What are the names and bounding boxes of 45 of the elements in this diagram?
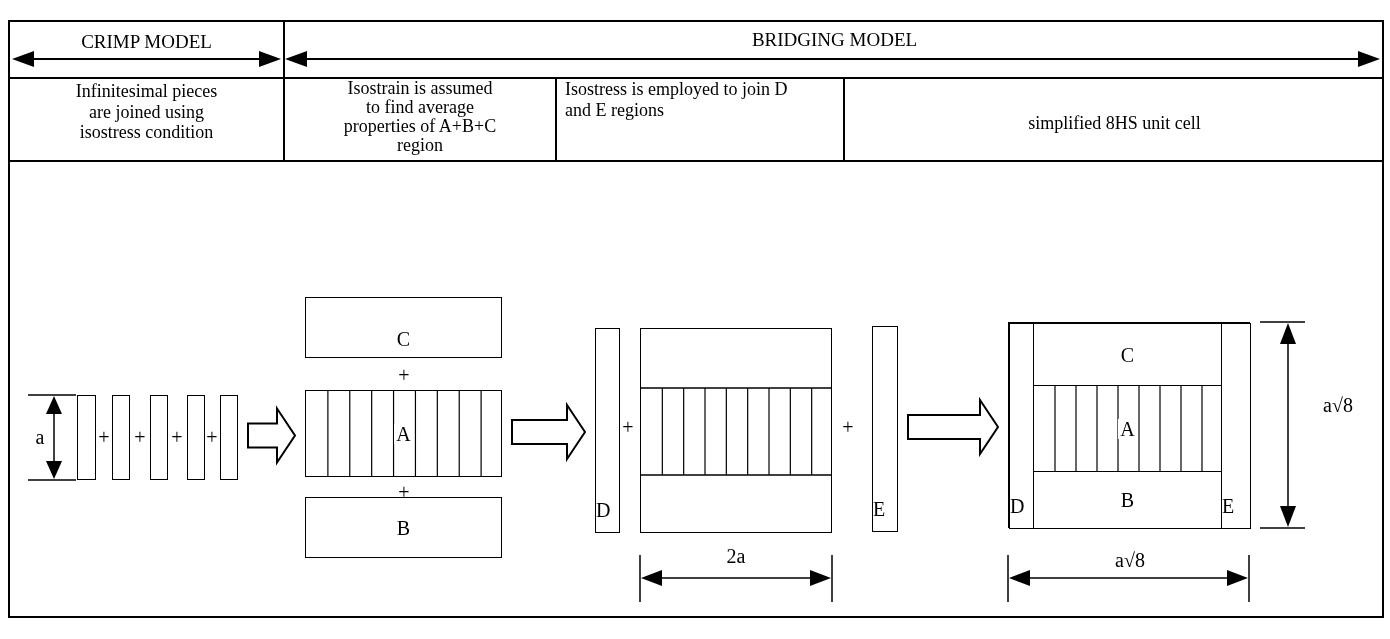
cell-text: Isostress is employed to join D and E regions	[564, 79, 789, 121]
plus-sign: +	[622, 417, 634, 437]
strip-rectangle	[112, 395, 130, 480]
region-box	[1009, 323, 1034, 529]
plus-sign: +	[398, 482, 410, 502]
strip-rectangle	[187, 395, 205, 480]
region-letter: B	[1120, 490, 1135, 510]
region-letter: E	[1222, 496, 1235, 516]
region-letter: C	[396, 329, 411, 349]
strip-rectangle	[77, 395, 96, 480]
region-letter: D	[1010, 496, 1025, 516]
dimension-label: a	[35, 427, 45, 447]
region-letter: B	[396, 517, 411, 538]
column-heading: CRIMP MODEL	[80, 30, 213, 54]
cell-text: Infinitesimal pieces are joined using isostress condition	[74, 81, 219, 144]
plus-sign: +	[842, 417, 854, 437]
cell-text: simplified 8HS unit cell	[1028, 112, 1201, 135]
hollow-arrow	[247, 405, 297, 466]
dimension-label: 2a	[726, 546, 746, 566]
plus-sign: +	[171, 427, 183, 447]
strip-rectangle	[150, 395, 168, 480]
strip-rectangle	[220, 395, 238, 480]
region-box	[872, 326, 898, 532]
region-letter: A	[1118, 418, 1137, 439]
plus-sign: +	[206, 427, 218, 447]
hollow-arrow	[511, 401, 587, 463]
dimension-label: a√8	[1115, 550, 1145, 570]
cell-text: Isostrain is assumed to find average properties of A+B+C region	[342, 79, 498, 155]
region-letter: C	[1120, 344, 1135, 365]
region-letter: D	[596, 500, 611, 520]
column-heading: BRIDGING MODEL	[750, 28, 919, 52]
region-box	[1221, 323, 1251, 529]
plus-sign: +	[398, 365, 410, 385]
dimension-label: a√8	[1323, 395, 1353, 415]
region-box	[305, 390, 502, 477]
plus-sign: +	[98, 427, 110, 447]
region-rectangle	[640, 328, 832, 533]
region-box	[305, 297, 502, 358]
region-letter: A	[394, 423, 413, 444]
hollow-arrow	[907, 396, 1000, 458]
region-box	[595, 328, 620, 533]
region-rectangle	[1008, 322, 1250, 528]
region-box	[305, 497, 502, 558]
region-letter: E	[873, 499, 886, 519]
plus-sign: +	[134, 427, 146, 447]
